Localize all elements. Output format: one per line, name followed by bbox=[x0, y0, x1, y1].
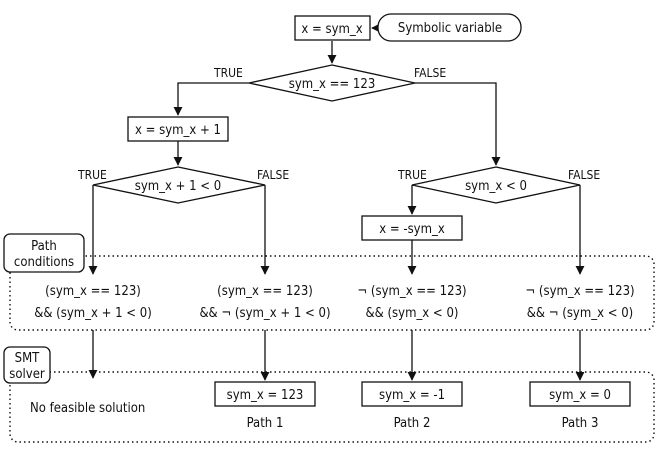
symbolic-variable-text: Symbolic variable bbox=[398, 21, 502, 36]
cond1-false-label: FALSE bbox=[414, 66, 446, 80]
cond3-text: sym_x < 0 bbox=[465, 179, 527, 194]
cond2-false-label: FALSE bbox=[257, 168, 289, 182]
solution-3-value: sym_x = 0 bbox=[549, 388, 611, 403]
path-condition-3: ¬ (sym_x == 123) && (sym_x < 0) bbox=[357, 284, 466, 321]
solution-2-value: sym_x = -1 bbox=[379, 388, 445, 403]
path-condition-4: ¬ (sym_x == 123) && ¬ (sym_x < 0) bbox=[525, 284, 634, 321]
solution-1-value: sym_x = 123 bbox=[227, 388, 304, 403]
init-text: x = sym_x bbox=[301, 22, 362, 37]
decision-sym-x-plus-1-lt-0: sym_x + 1 < 0 bbox=[92, 166, 266, 204]
path-condition-2-line1: (sym_x == 123) bbox=[217, 284, 313, 299]
symbolic-variable-callout: Symbolic variable bbox=[377, 13, 522, 42]
path-condition-4-line2: && ¬ (sym_x < 0) bbox=[527, 306, 633, 321]
solution-1-path: Path 1 bbox=[247, 416, 284, 431]
cond1-text: sym_x == 123 bbox=[289, 77, 376, 92]
no-feasible-solution: No feasible solution bbox=[30, 401, 145, 416]
cond2-text: sym_x + 1 < 0 bbox=[135, 179, 222, 194]
cond3-false-label: FALSE bbox=[568, 168, 600, 182]
smt-label-line1: SMT bbox=[15, 351, 41, 366]
assign-neg-text: x = -sym_x bbox=[379, 222, 445, 237]
path-condition-4-line1: ¬ (sym_x == 123) bbox=[525, 284, 634, 299]
assign-true-text: x = sym_x + 1 bbox=[135, 123, 221, 138]
smt-label-line2: solver bbox=[9, 367, 45, 382]
assign-x-sym-plus-1: x = sym_x + 1 bbox=[127, 116, 229, 142]
init-box: x = sym_x bbox=[294, 15, 371, 41]
path-condition-1: (sym_x == 123) && (sym_x + 1 < 0) bbox=[34, 284, 152, 321]
path-condition-3-line1: ¬ (sym_x == 123) bbox=[357, 284, 466, 299]
solution-path-3: sym_x = 0 Path 3 bbox=[529, 381, 631, 431]
solution-3-path: Path 3 bbox=[562, 416, 599, 431]
path-condition-2: (sym_x == 123) && ¬ (sym_x + 1 < 0) bbox=[199, 284, 330, 321]
path-condition-3-line2: && (sym_x < 0) bbox=[366, 306, 459, 321]
solution-path-1: sym_x = 123 Path 1 bbox=[214, 381, 316, 431]
cond1-true-label: TRUE bbox=[213, 66, 243, 80]
solution-path-2: sym_x = -1 Path 2 bbox=[361, 381, 463, 431]
solution-2-path: Path 2 bbox=[394, 416, 431, 431]
smt-solver-label: SMT solver bbox=[3, 346, 51, 384]
smt-solver-region bbox=[9, 371, 655, 443]
path-conditions-label-line1: Path bbox=[31, 239, 57, 254]
cond2-true-label: TRUE bbox=[77, 168, 107, 182]
path-condition-2-line2: && ¬ (sym_x + 1 < 0) bbox=[199, 306, 330, 321]
decision-sym-x-eq-123: sym_x == 123 bbox=[248, 64, 416, 102]
assign-x-neg-sym: x = -sym_x bbox=[361, 215, 463, 241]
decision-sym-x-lt-0: sym_x < 0 bbox=[411, 166, 581, 204]
path-conditions-label-line2: conditions bbox=[14, 255, 74, 270]
path-condition-1-line1: (sym_x == 123) bbox=[45, 284, 141, 299]
path-condition-1-line2: && (sym_x + 1 < 0) bbox=[34, 306, 152, 321]
path-conditions-label: Path conditions bbox=[3, 233, 85, 273]
cond3-true-label: TRUE bbox=[397, 168, 427, 182]
